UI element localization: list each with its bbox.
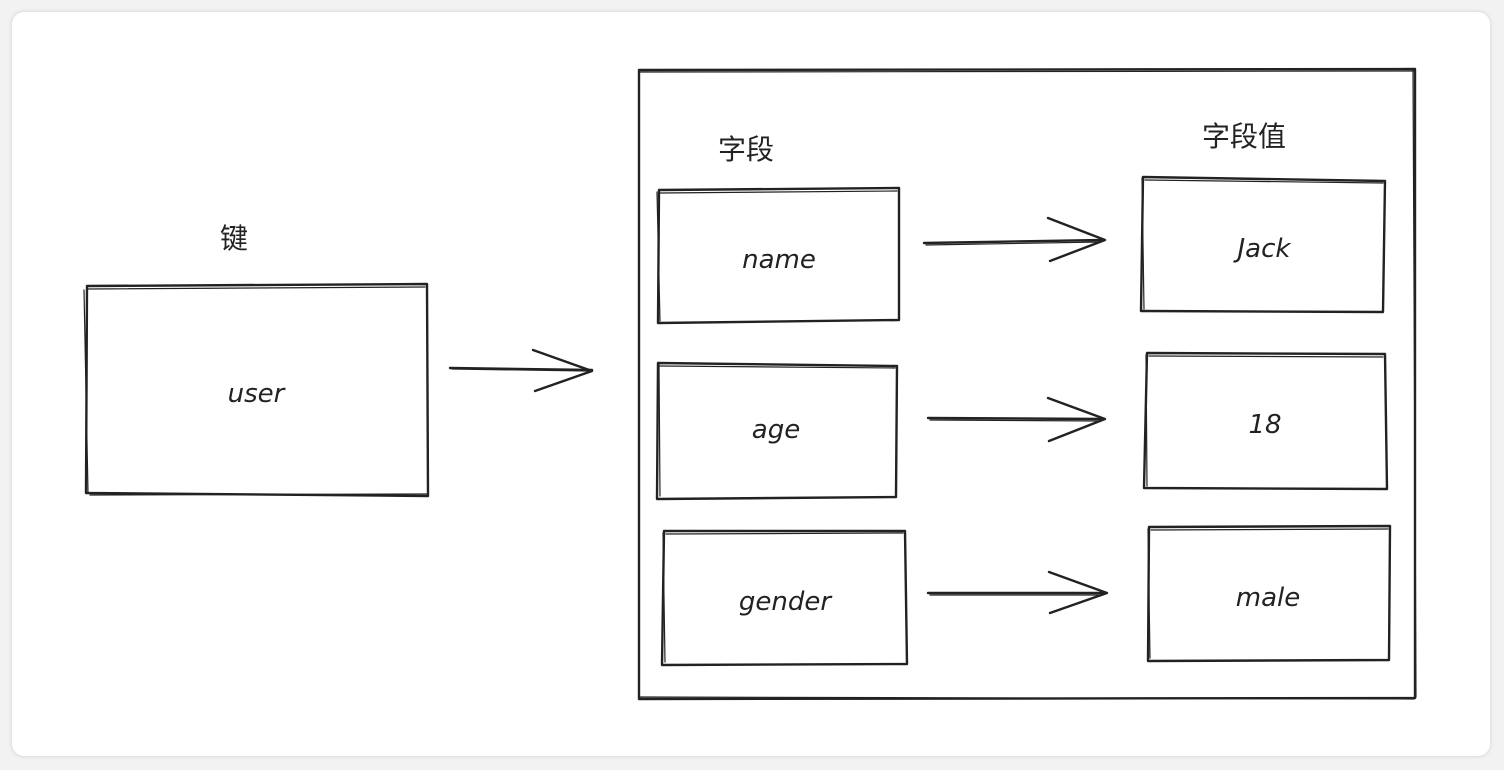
key-label: 键 bbox=[220, 222, 248, 255]
value-header: 字段值 bbox=[1202, 120, 1286, 153]
field-header: 字段 bbox=[718, 133, 774, 166]
arrow-name-to-value bbox=[922, 216, 1107, 263]
key-box-text: user bbox=[228, 379, 287, 409]
diagram-card bbox=[12, 12, 1490, 756]
key-box: user bbox=[83, 282, 430, 498]
arrow-gender-to-value bbox=[926, 570, 1109, 615]
value-box-jack: Jack bbox=[1139, 175, 1387, 314]
value-box-male: male bbox=[1146, 524, 1392, 663]
field-text-age: age bbox=[752, 415, 800, 445]
field-box-age: age bbox=[655, 361, 899, 501]
field-box-gender: gender bbox=[660, 529, 909, 667]
field-box-name: name bbox=[656, 186, 901, 325]
arrow-age-to-value bbox=[926, 396, 1107, 443]
value-text-jack: Jack bbox=[1233, 234, 1292, 264]
arrow-key-to-hash bbox=[448, 348, 594, 393]
value-text-18: 18 bbox=[1248, 410, 1281, 440]
hash-container bbox=[637, 67, 1417, 701]
field-text-gender: gender bbox=[739, 587, 833, 617]
value-box-18: 18 bbox=[1142, 351, 1389, 491]
field-text-name: name bbox=[742, 245, 816, 275]
value-text-male: male bbox=[1236, 583, 1300, 613]
